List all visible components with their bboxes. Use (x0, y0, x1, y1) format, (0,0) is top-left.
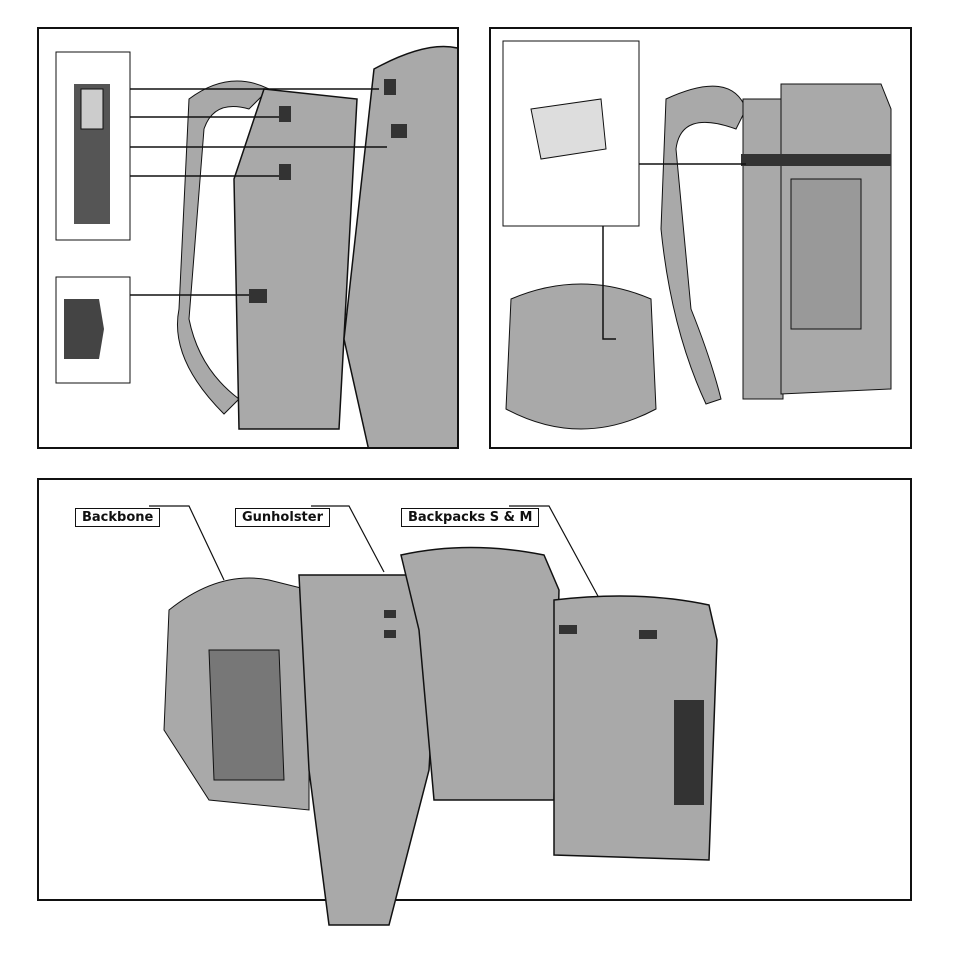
label-gunholster: Gunholster (235, 508, 331, 527)
panel-system-overview: Backbone Gunholster Backpacks S & M (37, 478, 912, 926)
buckle-detail-illustration (502, 40, 892, 430)
panel-gunholster-attachment (37, 27, 459, 449)
label-backpacks: Backpacks S & M (401, 508, 540, 527)
gunholster-attachment-illustration (55, 45, 457, 447)
panel-buckle-detail (489, 27, 912, 449)
label-backbone: Backbone (75, 508, 161, 527)
system-overview-illustration (149, 505, 718, 926)
